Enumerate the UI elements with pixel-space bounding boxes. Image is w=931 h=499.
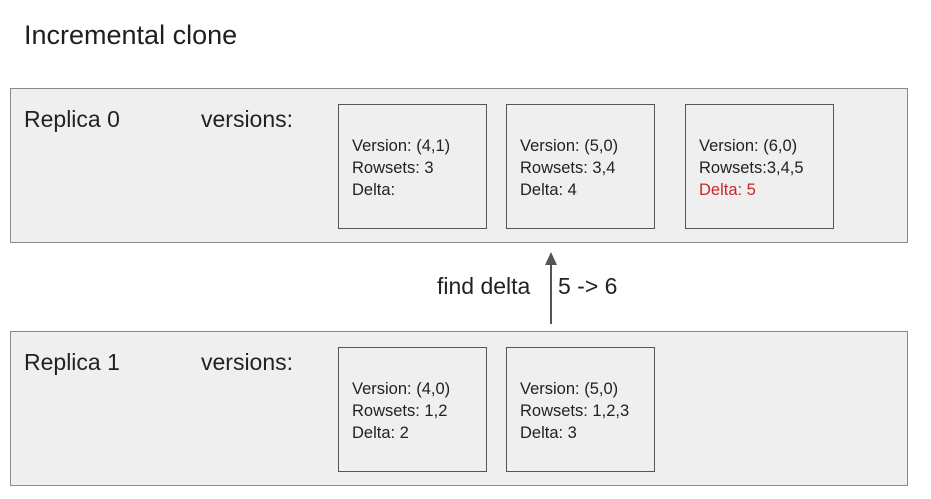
- replica-label: Replica 0: [24, 106, 120, 132]
- page-title: Incremental clone: [24, 20, 238, 50]
- replica-label: Replica 1: [24, 349, 120, 375]
- rowsets-line: Rowsets: 1,2,3: [520, 402, 630, 420]
- rowsets-line: Rowsets: 3,4: [520, 159, 616, 177]
- version-line: Version: (5,0): [520, 380, 619, 398]
- replica-1-panel: Replica 1 versions: Version: (4,0) Rowse…: [10, 331, 908, 486]
- version-box: Version: (5,0) Rowsets: 1,2,3 Delta: 3: [506, 347, 655, 472]
- version-line: Version: (4,0): [352, 380, 451, 398]
- versions-label: versions:: [201, 106, 294, 132]
- up-arrow-icon: [545, 252, 557, 324]
- rowsets-line: Rowsets: 1,2: [352, 402, 448, 420]
- delta-line: Delta: 2: [352, 424, 409, 442]
- versions-label: versions:: [201, 349, 294, 375]
- delta-line: Delta: 3: [520, 424, 577, 442]
- version-line: Version: (5,0): [520, 137, 619, 155]
- delta-line: Delta: 4: [520, 181, 577, 199]
- version-box: Version: (4,1) Rowsets: 3 Delta:: [338, 104, 487, 229]
- version-box: Version: (6,0) Rowsets:3,4,5 Delta: 5: [685, 104, 834, 229]
- arrow-label-version-range: 5 -> 6: [558, 273, 618, 299]
- highlighted-delta-line: Delta: 5: [699, 181, 756, 199]
- replica-0-panel: Replica 0 versions: Version: (4,1) Rowse…: [10, 88, 908, 243]
- rowsets-line: Rowsets: 3: [352, 159, 434, 177]
- version-box: Version: (5,0) Rowsets: 3,4 Delta: 4: [506, 104, 655, 229]
- version-box: Version: (4,0) Rowsets: 1,2 Delta: 2: [338, 347, 487, 472]
- arrow-label-find-delta: find delta: [437, 273, 531, 299]
- version-line: Version: (6,0): [699, 137, 798, 155]
- delta-line: Delta:: [352, 181, 396, 199]
- version-line: Version: (4,1): [352, 137, 451, 155]
- rowsets-line: Rowsets:3,4,5: [699, 159, 804, 177]
